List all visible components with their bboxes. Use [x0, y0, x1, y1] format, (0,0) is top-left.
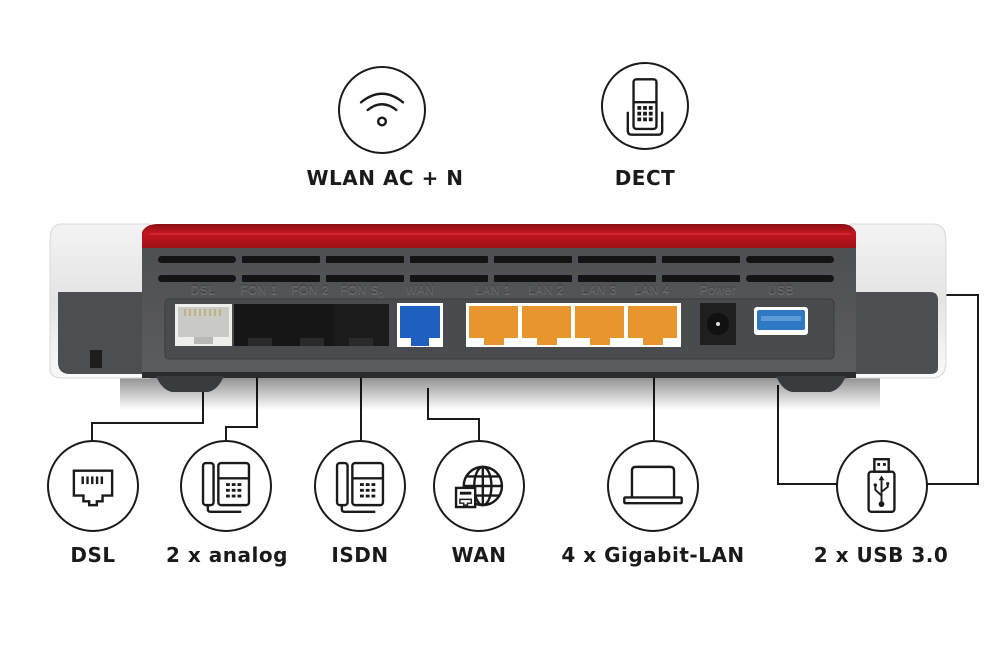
isdn-label: ISDN	[331, 543, 389, 567]
analog-feature-icon	[180, 440, 272, 532]
port-label-fon-s0: FON S0	[340, 283, 384, 299]
port-label-lan2: LAN 2	[528, 283, 564, 297]
port-label-lan4: LAN 4	[634, 283, 670, 297]
dsl-label: DSL	[70, 543, 116, 567]
port-label-usb: USB	[767, 283, 795, 297]
vent-slots	[158, 256, 834, 282]
wan-port	[397, 303, 443, 347]
port-label-lan3: LAN 3	[581, 283, 617, 297]
laptop-icon	[623, 465, 683, 505]
port-label-lan1: LAN 1	[475, 283, 511, 297]
analog-label: 2 x analog	[166, 543, 288, 567]
right-foot	[776, 376, 846, 392]
dsl-port	[175, 304, 232, 346]
lan2-port	[522, 306, 571, 345]
dect-feature-icon	[601, 62, 689, 150]
port-label-fon1: FON 1	[240, 283, 278, 297]
dect-label: DECT	[614, 166, 676, 190]
left-dark-block	[58, 292, 150, 374]
lan-label: 4 x Gigabit-LAN	[561, 543, 745, 567]
wlan-feature-icon	[338, 66, 426, 154]
lan4-port	[628, 306, 677, 345]
usb-port	[754, 307, 808, 335]
right-dark-block	[850, 292, 938, 374]
fon2-port	[286, 304, 338, 346]
wan-feature-icon	[433, 440, 525, 532]
port-label-power: Power	[699, 283, 737, 297]
isdn-feature-icon	[314, 440, 406, 532]
usb-label: 2 x USB 3.0	[813, 543, 949, 567]
fon-s0-port	[334, 304, 389, 346]
port-label-fon2: FON 2	[291, 283, 329, 297]
ethernet-port-icon	[72, 469, 114, 507]
left-foot	[156, 376, 224, 392]
lan3-port	[575, 306, 624, 345]
wlan-label: WLAN AC + N	[306, 166, 464, 190]
red-top-housing	[142, 224, 856, 250]
fon1-port	[234, 304, 286, 346]
lan-ports	[466, 303, 681, 347]
usb-stick-icon	[867, 458, 896, 514]
lan-feature-icon	[607, 440, 699, 532]
port-label-dsl: DSL	[190, 283, 216, 297]
port-label-fon-s0-sub: 0	[379, 290, 385, 300]
wan-label: WAN	[451, 543, 507, 567]
power-jack	[700, 303, 736, 345]
desk-phone-icon	[201, 461, 251, 514]
desk-phone-icon	[335, 461, 385, 514]
globe-port-icon	[454, 465, 504, 509]
cable-clip	[90, 350, 102, 368]
dsl-feature-icon	[47, 440, 139, 532]
usb-feature-icon	[836, 440, 928, 532]
cordless-phone-icon	[626, 78, 664, 136]
port-label-wan: WAN	[405, 283, 435, 297]
router-shadow	[120, 376, 880, 410]
lan1-port	[469, 306, 518, 345]
port-label-fon-s0-text: FON S	[339, 283, 380, 297]
wifi-icon	[359, 92, 405, 127]
